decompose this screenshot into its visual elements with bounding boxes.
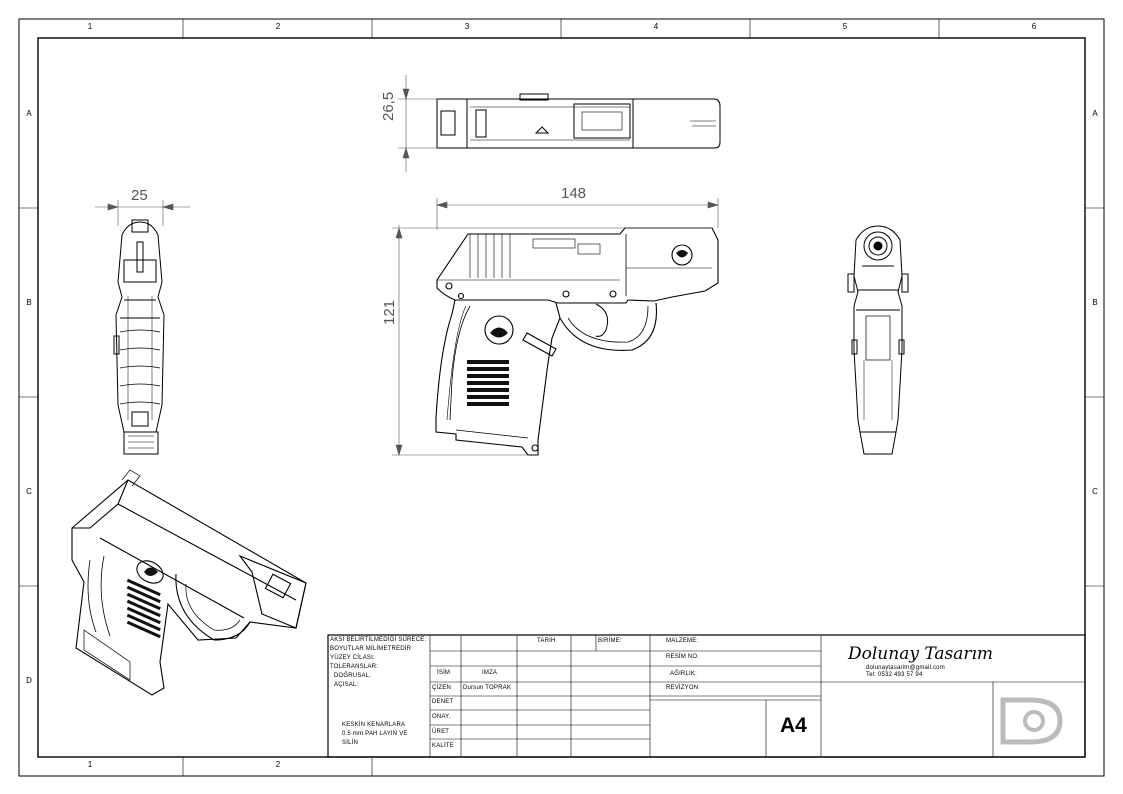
company-name: Dolunay Tasarım: [848, 644, 994, 664]
note-angular: AÇISAL:: [334, 682, 359, 688]
edge-note-line2: 0.5 mm PAH LAYIN VE: [342, 731, 408, 737]
cizen-label: ÇİZEN: [432, 685, 451, 691]
dim-label-front-width: 25: [131, 187, 148, 204]
front-view: [113, 219, 165, 455]
isometric-grip-texture: [126, 567, 161, 639]
revizyon-label: REVİZYON: [666, 685, 699, 691]
edge-note-line1: KESKİN KENARLARA: [342, 722, 406, 728]
note-surface-finish: YÜZEY CİLASI:: [330, 655, 375, 661]
zone-row-b-left: B: [26, 298, 32, 307]
top-view: [436, 93, 721, 149]
denet-label: DENET: [432, 699, 454, 705]
onay-label: ONAY.: [432, 714, 451, 720]
rear-view: [847, 225, 909, 455]
isometric-view: [71, 469, 307, 696]
isim-label: İSİM: [437, 670, 451, 676]
sheet-size: A4: [780, 714, 807, 737]
uret-label: ÜRET: [432, 729, 450, 735]
edge-note-line3: SİLİN: [342, 740, 359, 746]
zone-row-a-right: A: [1092, 109, 1098, 118]
kalite-label: KALİTE: [432, 743, 454, 749]
zone-row-c-left: C: [26, 487, 32, 496]
cizen-name: Dursun TOPRAK: [463, 685, 512, 691]
tarih-label: TARİH: [537, 638, 556, 644]
company-email: dolunaytasarim@gmail.com: [866, 665, 945, 671]
resim-no-label: RESİM NO.: [666, 654, 700, 660]
zone-col-2: 2: [275, 22, 281, 31]
note-dimensions-mm: BOYUTLAR MİLİMETREDİR: [330, 646, 412, 652]
note-linear: DOĞRUSAL:: [334, 673, 372, 679]
zone-col-bottom-2: 2: [275, 760, 281, 769]
side-view-grip-texture: [467, 250, 688, 406]
birime-label: BİRİME:: [598, 638, 622, 644]
company-logo-mark: [1000, 697, 1063, 745]
zone-row-c-right: C: [1092, 487, 1098, 496]
company-tel: Tel: 0532 493 57 94: [866, 672, 923, 678]
zone-col-4: 4: [653, 22, 659, 31]
zone-row-b-right: B: [1092, 298, 1098, 307]
zone-col-6: 6: [1031, 22, 1037, 31]
imza-label: IMZA: [482, 670, 498, 676]
agirlik-label: AĞIRLIK:: [670, 671, 697, 677]
dim-top-height: [398, 75, 437, 172]
note-unless-specified: AKSİ BELİRTİLMEDİĞİ SÜRECE:: [330, 637, 427, 643]
side-view: [435, 227, 719, 456]
dim-side: [392, 198, 720, 457]
title-block: [327, 634, 1086, 758]
dim-label-top-height: 26,5: [380, 91, 397, 121]
zone-col-3: 3: [464, 22, 470, 31]
note-tolerances: TOLERANSLAR:: [330, 664, 378, 670]
zone-col-bottom-1: 1: [87, 760, 93, 769]
zone-row-d-left: D: [26, 676, 32, 685]
dim-front: [95, 200, 190, 226]
dim-label-side-length: 148: [561, 185, 587, 202]
zone-row-a-left: A: [26, 109, 32, 118]
dim-label-side-height: 121: [381, 299, 398, 325]
malzeme-label: MALZEME:: [666, 638, 699, 644]
zone-col-1: 1: [87, 22, 93, 31]
zone-col-5: 5: [842, 22, 848, 31]
